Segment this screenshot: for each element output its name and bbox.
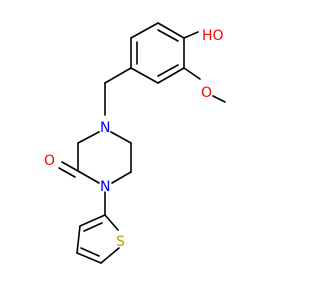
thiophene-ring <box>76 214 120 264</box>
structure-diagram: HO O N N O S <box>44 22 226 264</box>
piperazinone-ring <box>77 131 132 184</box>
double-bond-inner <box>157 29 179 42</box>
bond <box>183 67 201 80</box>
double-bond-inner <box>80 247 100 257</box>
methoxy-oxygen-label: O <box>201 85 212 101</box>
double-bond-inner <box>157 64 179 77</box>
bond <box>157 22 185 39</box>
molecule-canvas: HO O N N O S <box>44 22 226 264</box>
hydroxyl-label: HO <box>202 28 224 44</box>
bond <box>183 31 199 39</box>
double-bond-inner <box>83 222 103 232</box>
benzene-ring <box>130 22 185 84</box>
bond <box>104 214 119 231</box>
bond <box>157 67 185 84</box>
amine-nitrogen-label: N <box>100 120 110 136</box>
bond <box>111 171 132 184</box>
bond <box>77 170 100 184</box>
bond <box>212 95 226 103</box>
bond <box>100 247 120 264</box>
bond <box>110 131 132 144</box>
bond <box>58 167 76 178</box>
bond <box>104 67 132 84</box>
bond <box>76 225 81 254</box>
amide-nitrogen-label: N <box>100 179 110 195</box>
bond <box>61 161 79 172</box>
bond <box>79 214 106 227</box>
thiophene-sulfur-label: S <box>116 234 125 250</box>
bond <box>76 252 102 264</box>
bond <box>130 22 159 39</box>
bond <box>130 67 159 84</box>
bond <box>77 131 100 144</box>
carbonyl-oxygen-label: O <box>44 153 55 169</box>
